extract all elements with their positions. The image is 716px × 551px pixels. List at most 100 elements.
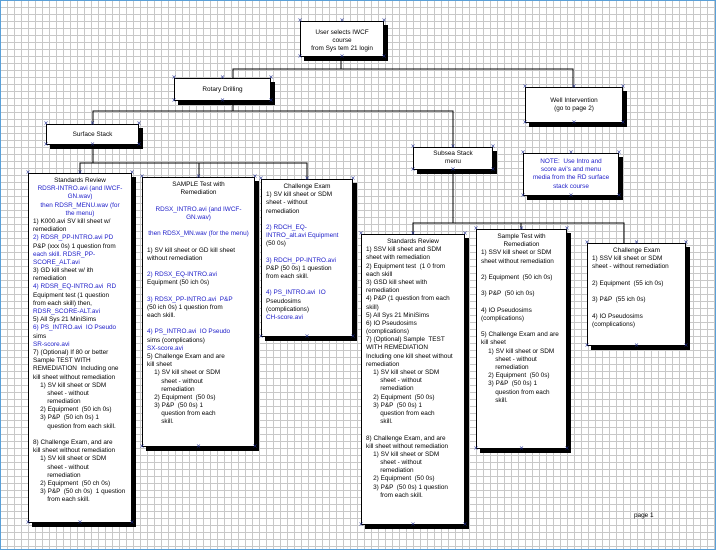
sr_surface-line: 6) PS_INTRO.avi IO Pseudo <box>33 324 117 332</box>
sample_surface-line: SX-score.avi <box>147 344 184 352</box>
sample_subsea-line: sheet - without <box>481 355 537 363</box>
x-handle-icon: × <box>258 333 264 340</box>
connector-subsea-sample <box>452 170 522 229</box>
connector-surface-challenge <box>92 145 308 179</box>
sample_subsea-line: sheet without remediation <box>481 257 554 265</box>
sr_subsea-line: 1) SSV kill sheet and SDM <box>366 246 442 254</box>
x-handle-icon: × <box>410 166 416 173</box>
note-line: media from the RD surface <box>532 174 610 182</box>
sr_surface-line: 3) GD kill sheet w/ ith <box>33 267 94 275</box>
x-handle-icon: × <box>350 333 356 340</box>
sample_surface-line: each skill. <box>147 312 176 319</box>
chal_subsea-line: 1) SSV kill sheet or SDM <box>592 255 663 263</box>
sr_surface-line: remediation <box>33 226 67 234</box>
x-handle-icon: × <box>520 192 526 199</box>
sr_surface-line: 1) SV kill sheet or SDM <box>33 455 107 463</box>
box-well-intervention[interactable]: Well Intervention(go to page 2) <box>525 87 623 123</box>
chal_surface-line: INTRO_alt.avi Equipment <box>266 232 339 240</box>
x-handle-icon: × <box>620 119 626 126</box>
sr_surface-line: kill sheet without remediation <box>33 373 116 381</box>
sr_surface-line: sheet - without <box>33 389 89 397</box>
x-handle-icon: × <box>258 175 264 182</box>
sr_surface-line: SR-score.avi <box>33 340 70 348</box>
connector-top-well <box>340 57 574 87</box>
x-handle-icon: × <box>633 342 640 349</box>
sr_surface-line: 1) SV kill sheet or SDM <box>33 381 107 389</box>
box-rotary-drilling[interactable]: Rotary Drilling <box>174 78 271 101</box>
sr_surface-line: sheet - without <box>33 463 89 471</box>
chal_surface-line: 3) RDCH_PP-INTRO.avi <box>266 256 336 264</box>
chal_surface-line: remediation <box>266 207 300 215</box>
box-surface-stack[interactable]: Surface Stack <box>46 124 139 145</box>
sr_surface-line: RDSR-INTRO.avi (and IWCF- <box>37 185 123 193</box>
subsea-line: Subsea Stack <box>433 150 473 157</box>
x-handle-icon: × <box>518 225 525 232</box>
sample_surface-line: 1) SV kill sheet or SDM <box>147 369 221 377</box>
chal_subsea-line: 2) Equipment (55 ich 0s) <box>592 279 664 287</box>
x-handle-icon: × <box>252 173 258 180</box>
chal_surface-line: from each skill. <box>266 273 309 281</box>
x-handle-icon: × <box>43 141 49 148</box>
sr_surface-line: 2) Equipment (50 ich 0s) <box>33 406 112 414</box>
sample_subsea-line: 1) SV kill sheet or SDM <box>481 347 555 355</box>
sample_subsea-line: Remediation <box>503 241 540 249</box>
x-handle-icon: × <box>89 120 96 127</box>
sr_surface-line: GN.wav) <box>67 193 93 201</box>
well-line: (go to page 2) <box>554 105 594 113</box>
sr_subsea-line: sheet - without <box>366 459 422 467</box>
chal_surface-line <box>266 281 348 289</box>
x-handle-icon: × <box>584 239 590 246</box>
sr_surface-line: REMEDIATION Including one <box>33 365 119 373</box>
sample_subsea-line: question from each <box>481 388 550 396</box>
sr_subsea-line: kill sheet without remediation <box>366 442 449 450</box>
sample_subsea-line: 3) P&P (50 0s) 1 <box>481 380 538 388</box>
sample_surface-line: GN.wav) <box>186 213 211 221</box>
sample_surface-line <box>147 238 250 246</box>
x-handle-icon: × <box>620 83 626 90</box>
sr_subsea-line: WITH REMEDIATION <box>366 344 429 352</box>
sr_subsea-line: Standards Review <box>387 238 439 245</box>
sample_surface-line: 5) Challenge Exam and are <box>147 352 225 360</box>
chal_surface-line <box>266 249 348 257</box>
sr_surface-line: remediation <box>33 471 81 479</box>
sample_subsea-line: 2) Equipment (50 ich 0s) <box>481 273 553 281</box>
sample_surface-line: (50 ich 0s) 1 question from <box>147 303 223 311</box>
x-handle-icon: × <box>381 53 387 60</box>
x-handle-icon: × <box>129 169 135 176</box>
sample_surface-line: then RDSX_MN.wav (for the menu) <box>148 230 249 238</box>
x-handle-icon: × <box>195 443 202 450</box>
x-handle-icon: × <box>410 230 416 237</box>
top-line: User selects IWCF course <box>315 29 371 45</box>
sr_surface-line: sims <box>33 332 47 340</box>
chal_surface-line: 1) SV kill sheet or SDM <box>266 191 333 199</box>
x-handle-icon: × <box>381 17 387 24</box>
chal_surface-line: P&P (50 0s) 1 question <box>266 264 332 272</box>
sr_subsea-line: 3) GSD kill sheet with <box>366 278 428 286</box>
sr_surface-line: each skill. RDSR_PP- <box>33 250 96 258</box>
sr_surface-line: 1) K000.avi SV kill sheet w/ <box>33 217 111 225</box>
sr_surface-line: question from each skill. <box>33 422 116 430</box>
sample_surface-line: 3) P&P (50 0s) 1 <box>147 402 204 410</box>
x-handle-icon: × <box>568 149 574 156</box>
sr_subsea-line: 1) SV kill sheet or SDM <box>366 450 440 458</box>
sample_surface-line <box>147 263 250 271</box>
sample_surface-line: 1) SV kill sheet or GD kill sheet <box>147 246 236 254</box>
sr_subsea-line: 4) P&P (1 question from each <box>366 295 450 303</box>
connector-rotary-subsea <box>232 101 454 147</box>
connector-subsea-challenge <box>452 170 625 243</box>
well-line: Well Intervention <box>550 97 598 104</box>
note-line: stack course <box>553 182 589 190</box>
sr_subsea-line: 2) Equipment (50 0s) <box>366 475 435 483</box>
sr_subsea-line: sheet - without <box>366 377 422 385</box>
chal_subsea-line: 3) P&P (55 ich 0s) <box>592 296 646 304</box>
